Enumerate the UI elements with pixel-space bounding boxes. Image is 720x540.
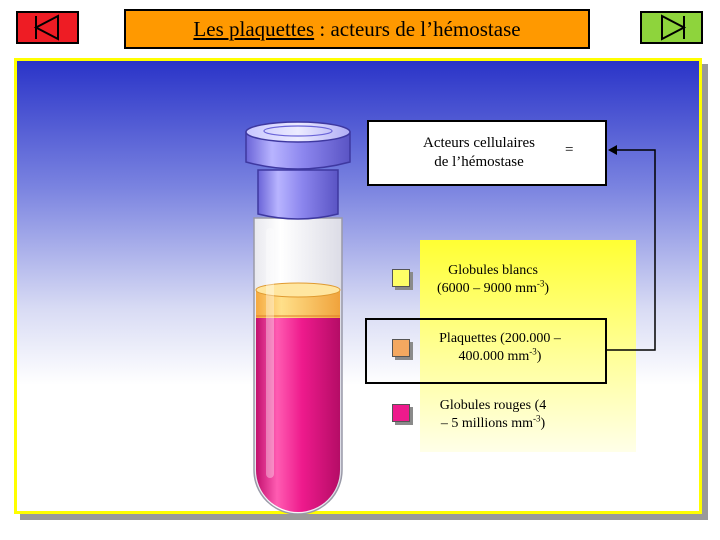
- previous-slide-button[interactable]: [16, 11, 79, 44]
- tube-red-cells-layer: [256, 316, 340, 512]
- swatch-platelets: [392, 339, 410, 357]
- triangle-left-icon: [33, 14, 59, 41]
- tube-highlight: [266, 228, 274, 478]
- legend-label-white-cells: Globules blancs (6000 – 9000 mm-3): [436, 263, 550, 296]
- page-title: Les plaquettes : acteurs de l’hémostase: [124, 9, 590, 49]
- test-tube: [245, 121, 351, 514]
- title-rest: : acteurs de l’hémostase: [314, 17, 521, 41]
- swatch-white-cells: [392, 269, 410, 287]
- tube-layer-surface: [255, 282, 341, 298]
- platelets-highlight-box: [365, 318, 607, 384]
- legend-label-red-cells: Globules rouges (4 – 5 millions mm-3): [439, 398, 547, 431]
- tube-cap-body: [257, 169, 339, 220]
- triangle-right-icon: [661, 14, 687, 41]
- definition-box: Acteurs cellulaires de l’hémostase =: [367, 120, 607, 186]
- definition-equals: =: [565, 142, 574, 158]
- tube-cap-top: [245, 121, 351, 143]
- definition-line2: de l’hémostase: [434, 154, 524, 170]
- legend-label-platelets: Plaquettes (200.000 – 400.000 mm-3): [439, 331, 561, 364]
- tube-cap-inner-ring: [263, 125, 333, 137]
- swatch-red-cells: [392, 404, 410, 422]
- definition-text: Acteurs cellulaires de l’hémostase: [409, 134, 549, 172]
- title-underlined: Les plaquettes: [193, 17, 315, 41]
- legend-panel: [420, 240, 636, 452]
- next-slide-button[interactable]: [640, 11, 703, 44]
- definition-line1: Acteurs cellulaires: [422, 135, 536, 151]
